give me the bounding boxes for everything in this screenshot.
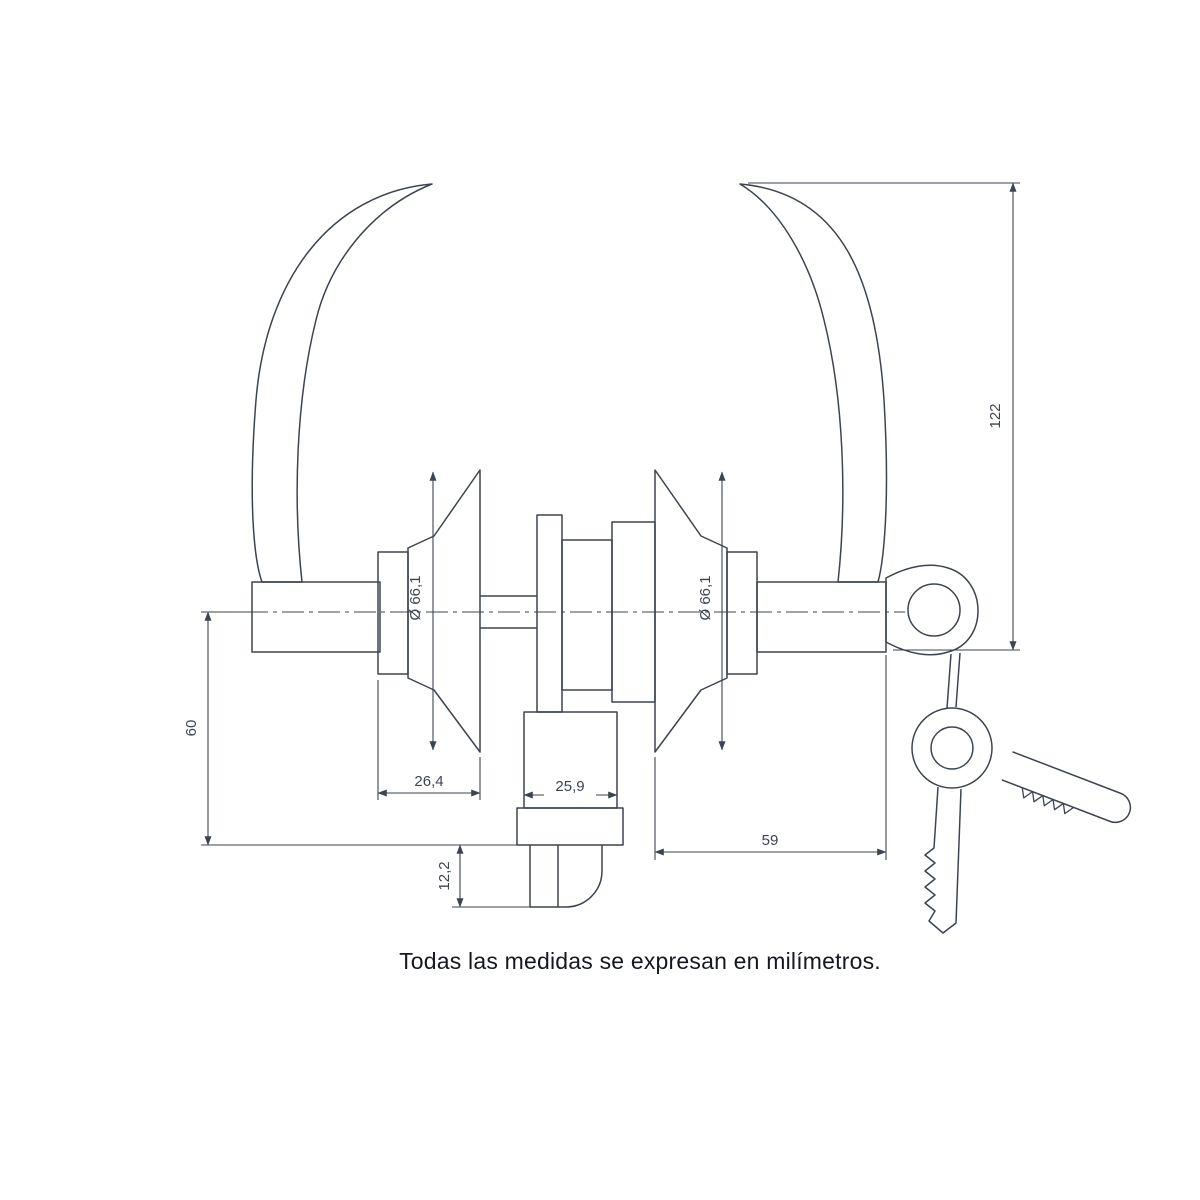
- dimension-labels: 122 60 26,4 25,9 12,2 59 Ø 66,1 Ø 66,1: [183, 403, 1004, 890]
- key-right-blade: [1001, 751, 1132, 824]
- dim-label-59: 59: [762, 832, 779, 849]
- dim-label-25-9: 25,9: [555, 778, 584, 795]
- latch-flange: [516, 807, 624, 846]
- key-ring-inner: [930, 726, 974, 770]
- left-lever: [251, 183, 433, 583]
- dim-label-dia-right: Ø 66,1: [697, 575, 714, 620]
- cylinder-key-bow: [885, 564, 979, 656]
- lockset-outline: [246, 183, 1132, 934]
- dim-label-122: 122: [987, 403, 1004, 428]
- key-right: [1001, 751, 1132, 824]
- key-cord-left: [946, 653, 952, 709]
- right-lever: [739, 183, 888, 583]
- dim-label-26-4: 26,4: [414, 773, 443, 790]
- dim-label-dia-left: Ø 66,1: [407, 575, 424, 620]
- units-caption: Todas las medidas se expresan en milímet…: [399, 948, 881, 974]
- dim-label-12-2: 12,2: [436, 861, 453, 890]
- left-lever-neck: [251, 581, 381, 653]
- dim-label-60: 60: [183, 720, 200, 737]
- dim-259-label-bg: [544, 776, 596, 796]
- left-rosette-hub: [377, 551, 409, 675]
- right-rosette-hub: [726, 551, 758, 675]
- latch-bolt: [529, 845, 603, 908]
- key-cord-right: [955, 652, 961, 708]
- chassis-body: [561, 539, 613, 691]
- key-ring-outer: [911, 707, 993, 789]
- right-lever-neck: [756, 581, 887, 653]
- chassis-plate-left: [536, 514, 563, 713]
- cylinder-key-hole: [907, 583, 961, 637]
- right-rosette: [654, 469, 728, 753]
- key-down: [924, 786, 962, 934]
- chassis-plate-right: [611, 521, 656, 703]
- dimension-lines: [201, 182, 1020, 908]
- key-right-teeth: [1021, 787, 1074, 815]
